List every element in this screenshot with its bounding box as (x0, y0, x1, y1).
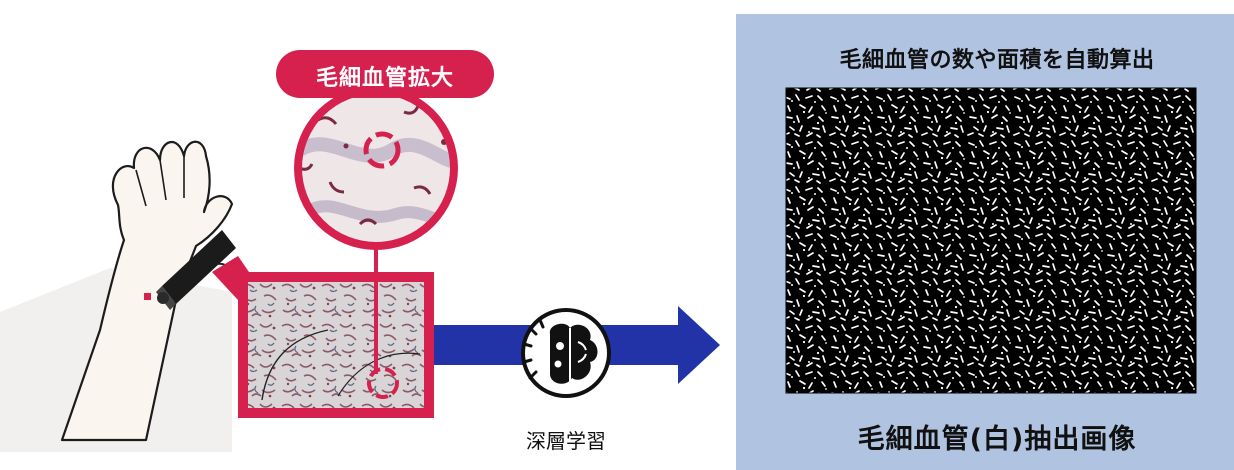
panel-heading: 毛細血管の数や面積を自動算出 (839, 48, 1155, 73)
magnifier-circle (294, 86, 458, 250)
zoom-pill (276, 50, 494, 98)
zoom-label: 毛細血管拡大 (315, 66, 454, 91)
deep-learning-label: 深層学習 (526, 429, 606, 453)
target-marker-large (363, 131, 401, 169)
arm-illustration (60, 140, 234, 442)
target-marker-small (367, 367, 399, 399)
probe-device (156, 230, 236, 310)
measurement-spot (144, 293, 151, 300)
brain-gear-icon (521, 308, 611, 398)
panel-caption: 毛細血管(白)抽出画像 (857, 424, 1137, 455)
micrograph-panel (238, 272, 434, 418)
capillary-extraction-image (785, 87, 1197, 394)
